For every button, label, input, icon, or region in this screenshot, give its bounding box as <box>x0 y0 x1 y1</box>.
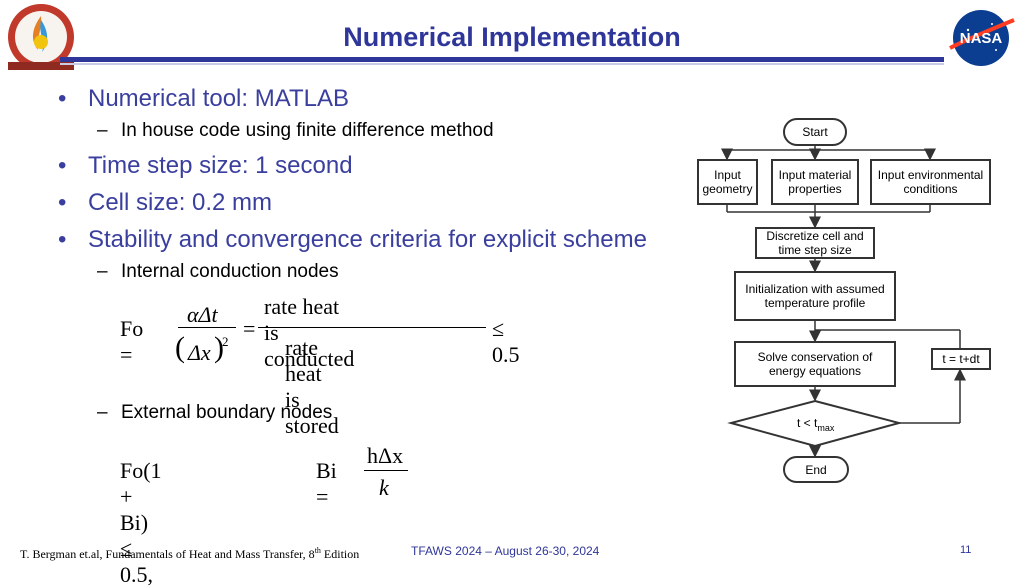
footer-citation: T. Bergman et.al, Fundamentals of Heat a… <box>20 546 359 562</box>
page-number: 11 <box>960 544 972 556</box>
flowchart-connectors: t < tmax <box>721 146 966 458</box>
bi-fraction-bar <box>364 470 408 471</box>
flow-start: Start <box>783 118 847 146</box>
footer-conference: TFAWS 2024 – August 26-30, 2024 <box>411 544 600 558</box>
decision-diamond <box>727 399 903 448</box>
fo-text-numerator: rate heat is conducted <box>264 294 355 371</box>
decision-label: t < tmax <box>797 416 835 433</box>
sub-dash: – <box>97 120 108 141</box>
flow-input-environment-l2: conditions <box>903 182 958 196</box>
sub-bullet-external: – External boundary nodes <box>97 402 333 424</box>
flow-discretize-l1: Discretize cell and <box>766 229 864 243</box>
fo-numerator: αΔt <box>187 302 218 327</box>
fo-denominator: Δx <box>188 340 211 365</box>
bullet-tool: • Numerical tool: MATLAB <box>58 85 349 113</box>
sub-bullet-internal: – Internal conduction nodes <box>97 261 339 283</box>
sub-dash: – <box>97 402 108 423</box>
flow-initialization-l1: Initialization with assumed <box>745 282 885 296</box>
fo-fraction-bar <box>178 327 236 328</box>
bi-numerator: hΔx <box>367 443 404 468</box>
nasa-logo-text: NASA <box>960 30 1003 47</box>
fo-lhs: Fo = <box>120 316 144 367</box>
fo-den-exponent: 2 <box>222 334 229 349</box>
bi-lhs: Bi = <box>316 458 337 509</box>
flow-initialization-l2: temperature profile <box>764 296 866 310</box>
sub-bullet-code-text: In house code using finite difference me… <box>121 120 494 141</box>
flow-discretize-l2: time step size <box>778 243 852 257</box>
bullet-stability: • Stability and convergence criteria for… <box>58 226 647 254</box>
bullet-time-step-text: Time step size: 1 second <box>88 152 353 179</box>
title-rule <box>60 57 944 62</box>
bullet-dot: • <box>58 226 67 253</box>
paren-close: ) <box>214 331 224 364</box>
footer-citation-text: T. Bergman et.al, Fundamentals of Heat a… <box>20 547 315 561</box>
footer-citation-tail: Edition <box>320 547 360 561</box>
flow-input-geometry-l1: Input <box>714 168 741 182</box>
bullet-cell-size: • Cell size: 0.2 mm <box>58 189 273 217</box>
flow-input-environment-l1: Input environmental <box>877 168 984 182</box>
fo-inequality: ≤ 0.5 <box>492 316 520 367</box>
sub-bullet-external-text: External boundary nodes <box>121 402 333 423</box>
bullet-cell-size-text: Cell size: 0.2 mm <box>88 189 273 216</box>
fo-text-denominator: rate heat is stored <box>285 335 339 438</box>
bullet-stability-text: Stability and convergence criteria for e… <box>88 226 647 253</box>
paren-open: ( <box>175 331 185 364</box>
bi-denominator: k <box>379 475 389 500</box>
flow-time-step-label: t = t+dt <box>942 352 980 366</box>
flow-start-label: Start <box>802 125 828 139</box>
bullet-dot: • <box>58 85 67 112</box>
tfaws-logo <box>2 2 80 77</box>
title-rule-shadow <box>60 63 944 65</box>
footer-citation-sup: th <box>314 546 321 555</box>
flow-input-geometry-l2: geometry <box>702 182 753 196</box>
flow-end: End <box>783 456 849 483</box>
bullet-dot: • <box>58 152 67 179</box>
sub-bullet-internal-text: Internal conduction nodes <box>121 261 339 282</box>
bullet-time-step: • Time step size: 1 second <box>58 152 353 180</box>
bullet-dot: • <box>58 189 67 216</box>
sub-bullet-code: – In house code using finite difference … <box>97 120 494 142</box>
flow-input-material-l2: properties <box>788 182 842 196</box>
flow-end-label: End <box>805 462 827 477</box>
flow-input-material-l1: Input material <box>778 168 852 182</box>
flow-time-step: t = t+dt <box>931 348 991 370</box>
page-title: Numerical Implementation <box>343 22 681 52</box>
nasa-logo: NASA <box>944 8 1018 73</box>
flow-solve-l1: Solve conservation of <box>757 350 873 364</box>
fo-equals: = <box>243 316 256 341</box>
sub-dash: – <box>97 261 108 282</box>
bullet-tool-text: Numerical tool: MATLAB <box>88 85 349 112</box>
flow-solve-l2: energy equations <box>768 364 862 378</box>
fo-text-fraction-bar <box>258 327 486 328</box>
